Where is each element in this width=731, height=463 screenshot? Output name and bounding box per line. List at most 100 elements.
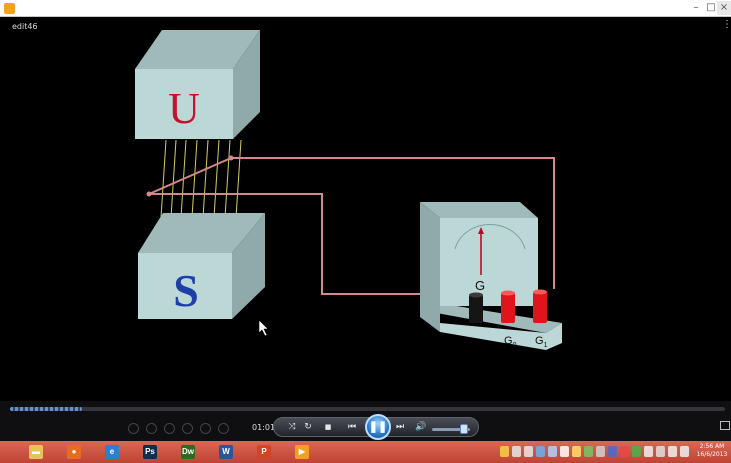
effects-icon[interactable] [218, 423, 229, 434]
taskbar-app-media-player[interactable]: ▶ [288, 443, 316, 461]
terminal-g-cap [469, 292, 483, 298]
taskbar: ▬ ● e Ps Dw W P ▶ 2:56 AM 16/6/2013 [0, 441, 731, 463]
shuffle-button[interactable]: ⤨ [288, 422, 296, 432]
terminal-g1-label: G1 [535, 335, 548, 349]
tray-icon[interactable] [548, 446, 557, 457]
magnet-s-cube: S [138, 213, 265, 319]
elapsed-time: 01:01 [252, 423, 276, 432]
chapters-icon[interactable] [182, 423, 193, 434]
taskbar-app-internet-explorer[interactable]: e [98, 443, 126, 461]
galvanometer: G G0 G1 [420, 202, 562, 350]
taskbar-app-file-explorer[interactable]: ▬ [22, 443, 50, 461]
stop-button[interactable]: ■ [324, 423, 332, 431]
volume-slider[interactable] [432, 428, 470, 431]
galv-back-top [420, 202, 538, 218]
app-icon [4, 3, 15, 14]
clock-date: 16/6/2013 [696, 451, 728, 458]
galv-back-front [440, 218, 538, 306]
tray-icon[interactable] [680, 446, 689, 457]
maximize-button[interactable]: □ [706, 2, 716, 13]
window-title-bar: – □ × [0, 0, 731, 17]
galv-back-side [420, 202, 440, 332]
tray-icon[interactable] [572, 446, 581, 457]
firefox-icon: ● [67, 445, 81, 459]
rod-end-right [228, 155, 234, 161]
magnet-u-top [135, 30, 260, 69]
galv-base-front [440, 323, 562, 350]
powerpoint-icon: P [257, 445, 271, 459]
tray-icon[interactable] [632, 446, 641, 457]
close-button[interactable]: × [717, 1, 731, 15]
terminal-g [469, 295, 483, 323]
galv-label: G [475, 278, 485, 293]
terminal-g0 [501, 293, 515, 323]
magnet-u-front [135, 69, 233, 139]
wire-top [231, 157, 555, 289]
magnet-u-side [233, 30, 260, 139]
magnet-s-side [232, 213, 265, 319]
conducting-rod [148, 157, 232, 195]
magnet-s-front [138, 253, 232, 319]
repeat-button[interactable]: ↻ [304, 422, 312, 432]
tray-icon[interactable] [500, 446, 509, 457]
taskbar-app-photoshop[interactable]: Ps [136, 443, 164, 461]
terminal-g0-label: G0 [504, 335, 517, 349]
wire-bottom [149, 193, 476, 295]
tray-icon[interactable] [584, 446, 593, 457]
edit-icon[interactable] [164, 423, 175, 434]
taskbar-app-dreamweaver[interactable]: Dw [174, 443, 202, 461]
dreamweaver-icon: Dw [181, 445, 195, 459]
taskbar-app-word[interactable]: W [212, 443, 240, 461]
taskbar-clock[interactable]: 2:56 AM 16/6/2013 [693, 443, 731, 459]
taskbar-app-firefox[interactable]: ● [60, 443, 88, 461]
taskbar-app-powerpoint[interactable]: P [250, 443, 278, 461]
system-tray [500, 446, 690, 458]
seek-bar[interactable] [10, 407, 725, 411]
minimize-button[interactable]: – [693, 2, 699, 13]
terminal-g0-cap [501, 290, 515, 296]
zoom-icon[interactable] [200, 423, 211, 434]
tray-icon[interactable] [656, 446, 665, 457]
galv-needle-tip [478, 227, 484, 234]
video-menu-icon[interactable]: ⋮ [722, 19, 731, 30]
video-title: edit46 [12, 22, 38, 31]
magnet-u-label: U [168, 84, 200, 133]
magnet-s-top [138, 213, 265, 253]
terminal-g1-cap [533, 289, 547, 295]
media-player-icon: ▶ [295, 445, 309, 459]
tray-icon[interactable] [536, 446, 545, 457]
internet-explorer-icon: e [105, 445, 119, 459]
tray-icon[interactable] [524, 446, 533, 457]
volume-icon[interactable]: 🔊 [415, 422, 427, 432]
galv-base-top [420, 303, 562, 333]
tray-icon[interactable] [608, 446, 617, 457]
file-explorer-icon: ▬ [29, 445, 43, 459]
video-area[interactable]: edit46 ⋮ U S [0, 17, 731, 401]
tray-icon[interactable] [560, 446, 569, 457]
galv-dial-arc [454, 223, 526, 250]
tray-icon[interactable] [620, 446, 629, 457]
magnet-s-label: S [173, 265, 199, 316]
mouse-cursor-icon [258, 319, 269, 337]
physics-animation: U S G [135, 30, 562, 350]
rewind-icon[interactable] [146, 423, 157, 434]
previous-button[interactable]: ⏮ [347, 422, 357, 432]
pause-button[interactable]: ❚❚ [365, 414, 391, 440]
volume-slider-thumb[interactable] [460, 424, 469, 434]
photoshop-icon: Ps [143, 445, 157, 459]
next-button[interactable]: ⏭ [395, 422, 405, 432]
player-controls: 01:01 ⤨ ↻ ■ ⏮ ⏭ 🔊 ❚❚ [0, 401, 731, 441]
circuit-wires [146, 155, 555, 295]
rod-end-left [146, 191, 152, 197]
clock-time: 2:56 AM [699, 443, 725, 450]
terminal-g1 [533, 292, 547, 323]
tray-icon[interactable] [668, 446, 677, 457]
seek-progress [10, 407, 82, 411]
fullscreen-icon[interactable] [720, 421, 730, 430]
play-list-icon[interactable] [128, 423, 139, 434]
tray-icon[interactable] [512, 446, 521, 457]
word-icon: W [219, 445, 233, 459]
magnet-u-cube: U [135, 30, 260, 139]
tray-icon[interactable] [644, 446, 653, 457]
tray-icon[interactable] [596, 446, 605, 457]
